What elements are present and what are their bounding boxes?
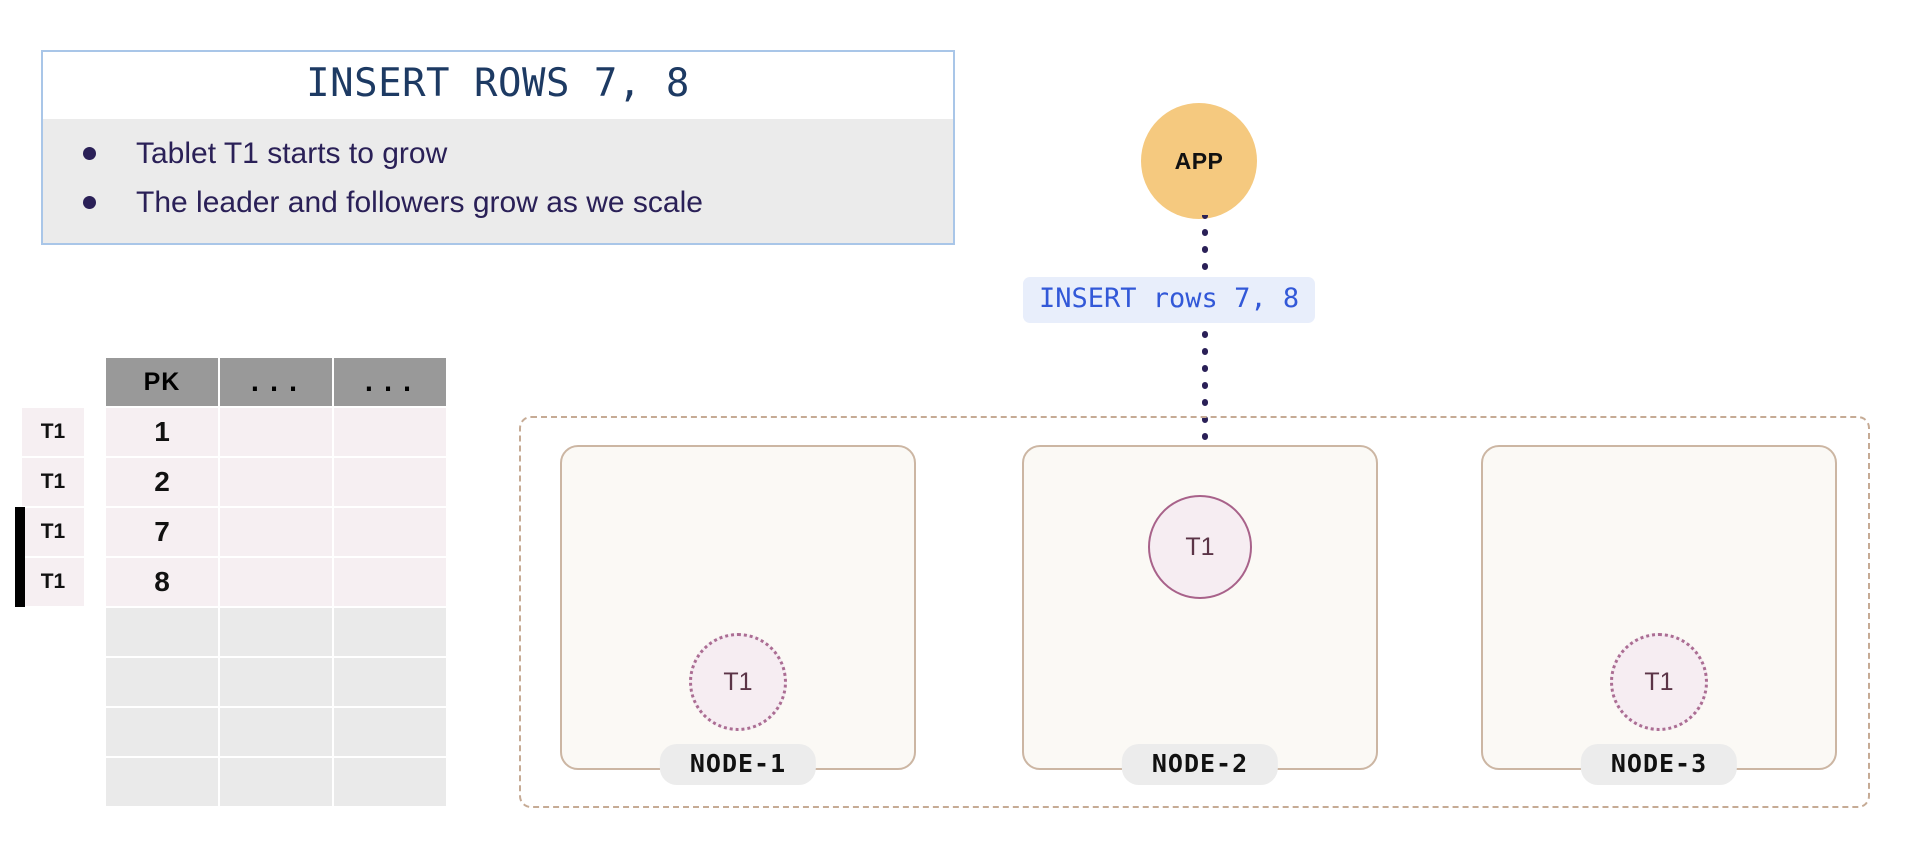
table-row (22, 658, 446, 706)
cell-pk: 7 (106, 508, 218, 556)
tablet-leader-node-2[interactable]: T1 (1148, 495, 1252, 599)
callout-title: INSERT ROWS 7, 8 (43, 52, 953, 119)
cell-col2 (220, 758, 332, 806)
table-row: T1 8 (15, 557, 446, 607)
cell-col3 (334, 408, 446, 456)
column-gap (86, 708, 104, 756)
tablet-follower-node-1[interactable]: T1 (689, 633, 787, 731)
cell-col2 (220, 708, 332, 756)
bullet-dot-icon (83, 147, 96, 160)
cell-col2 (220, 658, 332, 706)
rows-table: PK ... ... T1 1 T1 2 T1 7 T1 (15, 356, 448, 808)
column-gap (86, 758, 104, 806)
cell-col2 (220, 558, 332, 606)
column-gap (86, 358, 104, 406)
column-header-col2: ... (220, 358, 332, 406)
column-gap (86, 658, 104, 706)
cell-pk (106, 758, 218, 806)
node-label-node-3: NODE-3 (1580, 744, 1738, 785)
node-box-node-2[interactable]: T1 NODE-2 (1022, 445, 1378, 785)
row-tablet-tag-highlighted: T1 (15, 557, 84, 607)
tablet-label: T1 (723, 667, 753, 696)
row-tablet-tag-highlighted: T1 (15, 507, 84, 557)
column-header-col3: ... (334, 358, 446, 406)
cell-col3 (334, 708, 446, 756)
cell-pk (106, 658, 218, 706)
cell-pk: 1 (106, 408, 218, 456)
cell-col2 (220, 408, 332, 456)
callout-box: INSERT ROWS 7, 8 Tablet T1 starts to gro… (41, 50, 955, 245)
app-node[interactable]: APP (1141, 103, 1257, 219)
cluster-container: T1 NODE-1 T1 NODE-2 T1 NODE-3 (519, 416, 1870, 808)
column-header-pk: PK (106, 358, 218, 406)
row-tablet-tag (22, 608, 84, 656)
row-tablet-tag: T1 (22, 408, 84, 456)
cell-pk (106, 708, 218, 756)
row-tablet-tag (22, 658, 84, 706)
app-node-label: APP (1174, 147, 1224, 174)
row-tablet-tag (22, 708, 84, 756)
node-label-node-2: NODE-2 (1121, 744, 1279, 785)
table-row: T1 2 (22, 458, 446, 506)
table-row: T1 1 (22, 408, 446, 456)
table-row (22, 608, 446, 656)
table-header-row: PK ... ... (22, 358, 446, 406)
cell-col2 (220, 458, 332, 506)
node-box-node-3[interactable]: T1 NODE-3 (1481, 445, 1837, 785)
table-row (22, 758, 446, 806)
row-tablet-tag: T1 (22, 458, 84, 506)
cell-col3 (334, 508, 446, 556)
callout-bullet-text: The leader and followers grow as we scal… (136, 186, 703, 219)
tablet-follower-node-3[interactable]: T1 (1610, 633, 1708, 731)
row-tablet-tag (22, 758, 84, 806)
table-row (22, 708, 446, 756)
cell-pk: 8 (106, 558, 218, 606)
edge-label-insert: INSERT rows 7, 8 (1023, 277, 1316, 323)
cell-pk (106, 608, 218, 656)
node-label-node-1: NODE-1 (659, 744, 817, 785)
column-gap (86, 558, 104, 606)
tag-header-spacer (22, 358, 84, 406)
table-row: T1 7 (15, 507, 446, 557)
tablet-label: T1 (1185, 532, 1215, 561)
cell-col3 (334, 458, 446, 506)
cell-col2 (220, 608, 332, 656)
column-gap (86, 458, 104, 506)
cell-col3 (334, 658, 446, 706)
callout-bullet-list: Tablet T1 starts to grow The leader and … (43, 119, 953, 243)
tablet-label: T1 (1644, 667, 1674, 696)
column-gap (86, 608, 104, 656)
rows-table-wrapper: PK ... ... T1 1 T1 2 T1 7 T1 (15, 356, 448, 808)
callout-bullet-text: Tablet T1 starts to grow (136, 137, 448, 170)
node-box-node-1[interactable]: T1 NODE-1 (560, 445, 916, 785)
list-item: Tablet T1 starts to grow (43, 129, 953, 178)
cell-col2 (220, 508, 332, 556)
cell-pk: 2 (106, 458, 218, 506)
cell-col3 (334, 758, 446, 806)
bullet-dot-icon (83, 196, 96, 209)
column-gap (86, 508, 104, 556)
cell-col3 (334, 558, 446, 606)
column-gap (86, 408, 104, 456)
list-item: The leader and followers grow as we scal… (43, 178, 953, 227)
cell-col3 (334, 608, 446, 656)
